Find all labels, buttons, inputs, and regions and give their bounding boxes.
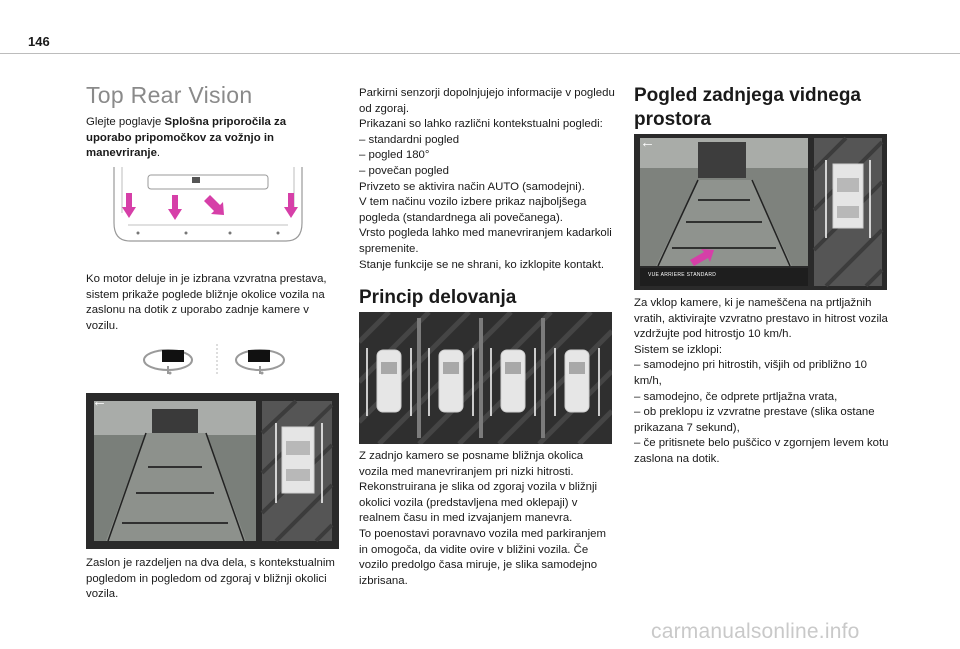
text-line: – samodejno, če odprete prtljažna vrata, bbox=[634, 390, 838, 403]
screen-view-label[interactable]: VUE ARRIERE STANDARD bbox=[648, 272, 717, 278]
text-line: Rekonstruirana je slika od zgoraj vozila… bbox=[359, 481, 598, 525]
section-title: Top Rear Vision bbox=[86, 82, 253, 108]
back-arrow-icon[interactable]: ← bbox=[92, 393, 107, 410]
text-line: – povečan pogled bbox=[359, 164, 449, 177]
text-line: Parkirni senzorji dopolnjujejo informaci… bbox=[359, 87, 615, 115]
text-line: Z zadnjo kamero se posname bližnja okoli… bbox=[359, 450, 584, 478]
text-line: Prikazani so lahko različni kontekstualn… bbox=[359, 118, 603, 131]
split-screen-image: ← bbox=[86, 393, 339, 549]
tailgate-illustration bbox=[108, 163, 308, 245]
text-line: Za vklop kamere, ki je nameščena na prtl… bbox=[634, 297, 888, 341]
description-paragraph-1: Ko motor deluje in je izbrana vzvratna p… bbox=[86, 273, 327, 332]
page-number: 146 bbox=[28, 34, 50, 49]
intro-suffix: . bbox=[156, 147, 161, 160]
text-line: – ob preklopu iz vzvratne prestave (slik… bbox=[634, 406, 875, 434]
text-line: Vrsto pogleda lahko med manevriranjem ka… bbox=[359, 227, 612, 255]
principle-text-block: Z zadnjo kamero se posname bližnja okoli… bbox=[359, 449, 615, 589]
text-line: To poenostavi poravnavo vozila med parki… bbox=[359, 527, 606, 587]
back-arrow-icon[interactable]: ← bbox=[640, 134, 655, 151]
text-line: – standardni pogled bbox=[359, 133, 460, 146]
header-rule bbox=[0, 53, 960, 54]
text-line: Sistem se izklopi: bbox=[634, 343, 722, 356]
text-line: – pogled 180° bbox=[359, 149, 430, 162]
intro-link[interactable]: Splošna priporočila za uporabo pripomočk… bbox=[86, 116, 287, 160]
steering-wheel-illustration bbox=[142, 342, 292, 378]
text-line: Privzeto se aktivira način AUTO (samodej… bbox=[359, 180, 585, 193]
activation-text-block: Za vklop kamere, ki je nameščena na prtl… bbox=[634, 296, 890, 468]
intro-prefix: Glejte poglavje bbox=[86, 116, 165, 128]
section-heading-rear-view: Pogled zadnjega vidnega prostora bbox=[634, 85, 861, 130]
rear-view-screen-image: ← VUE ARRIERE STANDARD bbox=[634, 134, 887, 290]
text-line: V tem načinu vozilo izbere prikaz najbol… bbox=[359, 196, 587, 224]
text-line: – če pritisnete belo puščico v zgornjem … bbox=[634, 437, 889, 465]
top-view-sequence-image bbox=[359, 312, 612, 444]
description-paragraph-2: Zaslon je razdeljen na dva dela, s konte… bbox=[86, 557, 335, 601]
intro-paragraph: Glejte poglavje Splošna priporočila za u… bbox=[86, 115, 316, 162]
watermark: carmanualsonline.info bbox=[651, 620, 860, 643]
text-line: Stanje funkcije se ne shrani, ko izklopi… bbox=[359, 258, 605, 271]
text-line: – samodejno pri hitrostih, višjih od pri… bbox=[634, 359, 867, 387]
section-heading-principle: Princip delovanja bbox=[359, 287, 517, 308]
modes-text-block: Parkirni senzorji dopolnjujejo informaci… bbox=[359, 86, 615, 273]
